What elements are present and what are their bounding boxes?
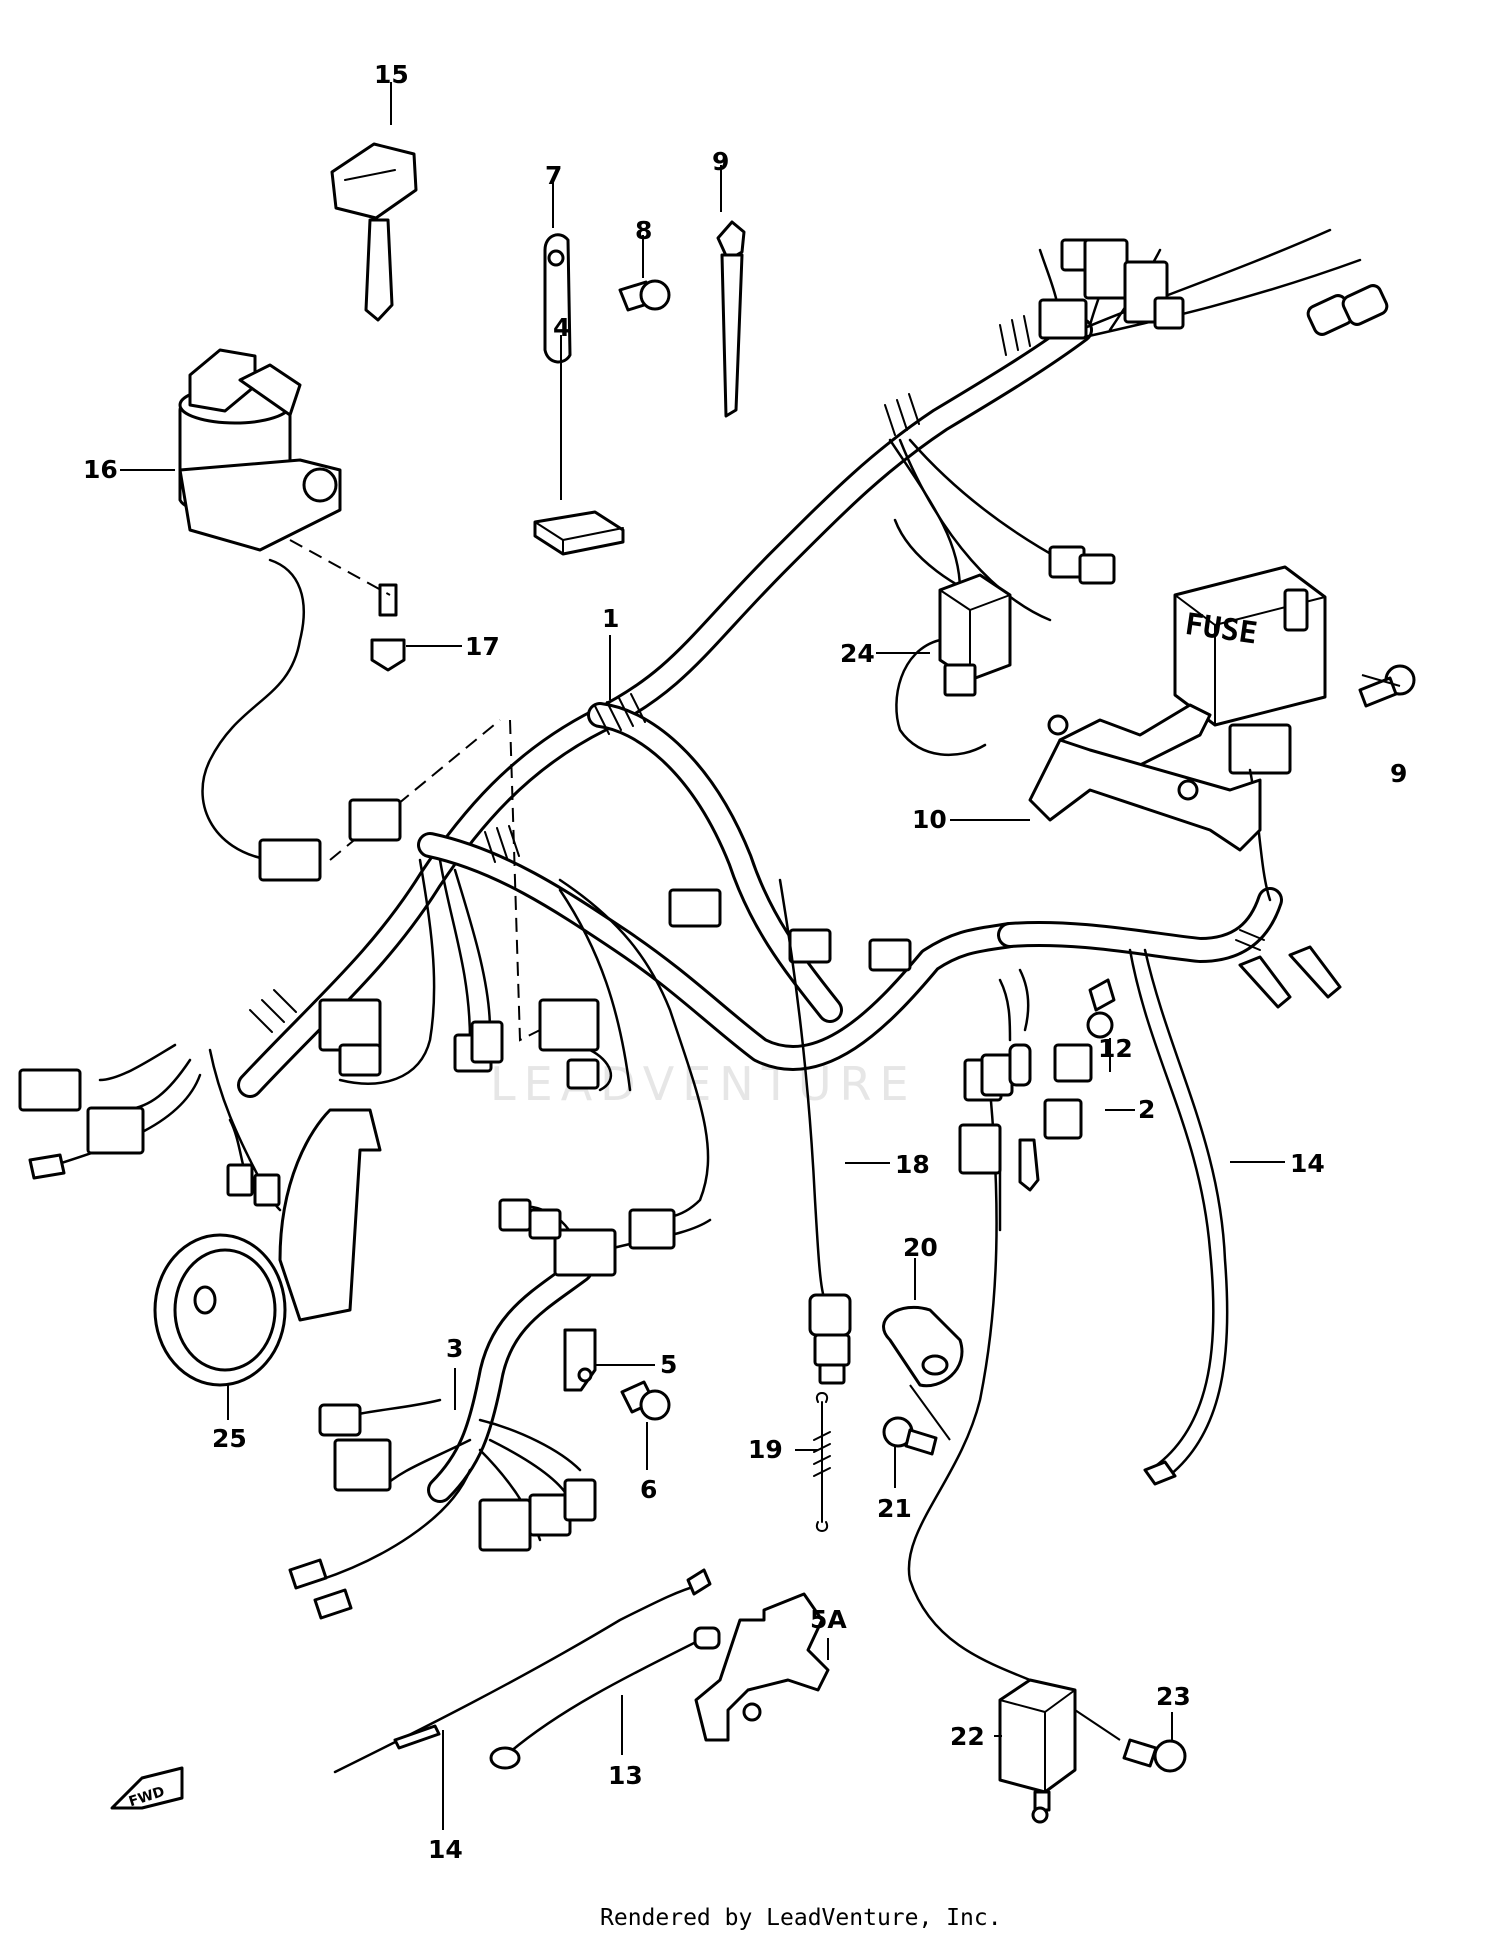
brake-switch-spring[interactable] xyxy=(813,1392,831,1532)
callout-11: 10 xyxy=(912,805,947,834)
sub-harness[interactable] xyxy=(288,1198,712,1620)
callout-24: 23 xyxy=(1156,1682,1191,1711)
terminal-cover[interactable] xyxy=(882,1305,964,1441)
fuse-box-screw[interactable] xyxy=(1358,664,1416,708)
callout-17: 16 xyxy=(83,455,118,484)
capacitor-bracket[interactable] xyxy=(694,1592,830,1742)
fuse-box-bracket[interactable] xyxy=(1028,703,1262,852)
forward-direction-arrow: FWD xyxy=(110,1766,184,1810)
callout-2: 2 xyxy=(1138,1095,1155,1124)
callout-19: 18 xyxy=(895,1150,930,1179)
callout-26: 25 xyxy=(212,1424,247,1453)
cable-tie[interactable] xyxy=(716,220,746,418)
ignition-switch-bolt[interactable] xyxy=(370,583,406,672)
neutral-switch[interactable] xyxy=(1086,978,1116,1039)
bracket-screw[interactable] xyxy=(620,1380,671,1421)
callout-1: 1 xyxy=(602,604,619,633)
battery-lead[interactable] xyxy=(1128,945,1342,1486)
ground-lead[interactable] xyxy=(489,1626,721,1770)
footer-credit: Rendered by LeadVenture, Inc. xyxy=(600,1905,1002,1931)
callout-12: 12 xyxy=(1098,1034,1133,1063)
fuse-box[interactable]: FUSE xyxy=(1173,565,1327,902)
leader-lines xyxy=(120,82,1401,1830)
connector-bracket[interactable] xyxy=(563,1328,597,1392)
callout-8: 8 xyxy=(635,216,652,245)
main-wiring-harness[interactable] xyxy=(237,228,1362,1098)
callout-3: 3 xyxy=(446,1334,463,1363)
clamp-screw[interactable] xyxy=(618,279,671,312)
horn[interactable] xyxy=(153,1108,382,1387)
harness-clamp[interactable] xyxy=(543,233,572,364)
callout-23: 22 xyxy=(950,1722,985,1751)
ground-wire[interactable] xyxy=(333,1568,712,1774)
callout-6: 6 xyxy=(640,1475,657,1504)
lower-wiring xyxy=(907,968,1093,1682)
watermark: LEADVENTURE xyxy=(490,1057,917,1111)
callout-5: 5 xyxy=(660,1350,677,1379)
callout-25: 24 xyxy=(840,639,875,668)
callout-9: 9 xyxy=(712,147,729,176)
callout-7: 7 xyxy=(545,161,562,190)
callout-16: 15 xyxy=(374,60,409,89)
callout-10: 9 xyxy=(1390,759,1407,788)
cushion-pad[interactable] xyxy=(533,510,625,556)
callout-13: 13 xyxy=(608,1761,643,1790)
ignition-switch[interactable] xyxy=(178,348,342,882)
callout-21: 20 xyxy=(903,1233,938,1262)
callout-22: 21 xyxy=(877,1494,912,1523)
callout-14: 14 xyxy=(428,1835,463,1864)
callouts: 15 7 8 9 4 16 17 1 24 9 10 12 2 14 18 20… xyxy=(83,60,1407,1864)
ignition-key[interactable] xyxy=(330,142,418,322)
callout-18: 17 xyxy=(465,632,500,661)
callout-15: 14 xyxy=(1290,1149,1325,1178)
rear-brake-switch[interactable] xyxy=(778,878,852,1385)
capacitor-unit[interactable] xyxy=(998,1678,1121,1824)
cover-screw[interactable] xyxy=(882,1416,938,1456)
capacitor-bolt[interactable] xyxy=(1122,1738,1187,1773)
relay[interactable] xyxy=(895,573,1012,756)
callout-5a: 5A xyxy=(810,1605,847,1634)
callout-4: 4 xyxy=(553,313,570,342)
upper-connectors xyxy=(1038,238,1389,585)
callout-20: 19 xyxy=(748,1435,783,1464)
reference-lines xyxy=(289,539,541,1042)
